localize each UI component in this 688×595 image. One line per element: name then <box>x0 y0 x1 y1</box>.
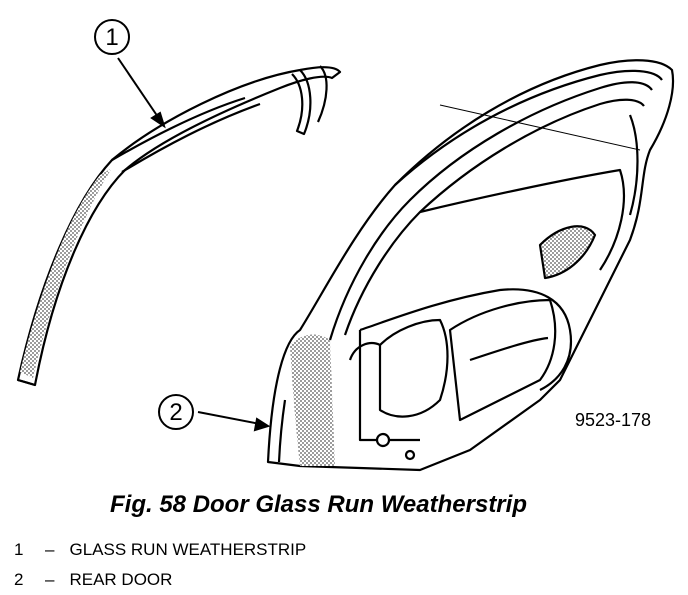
callout-2-circle: 2 <box>158 394 194 430</box>
figure-caption: Fig. 58 Door Glass Run Weatherstrip <box>110 491 527 518</box>
legend-separator: – <box>45 570 55 589</box>
legend-separator: – <box>45 540 55 559</box>
legend-label: REAR DOOR <box>69 570 173 589</box>
callout-2-number: 2 <box>169 399 182 426</box>
callout-1-number: 1 <box>105 24 118 51</box>
callout-1-circle: 1 <box>94 19 130 55</box>
legend-label: GLASS RUN WEATHERSTRIP <box>69 540 307 559</box>
legend-item-2: 2 – REAR DOOR <box>14 565 306 595</box>
rear-door <box>266 59 675 472</box>
callout-legend: 1 – GLASS RUN WEATHERSTRIP 2 – REAR DOOR <box>14 535 306 595</box>
legend-number: 1 <box>14 540 24 559</box>
callout-2-leader <box>197 411 271 432</box>
glass-run-weatherstrip <box>16 65 342 387</box>
legend-number: 2 <box>14 570 24 589</box>
callout-1-leader <box>117 57 166 129</box>
door-weatherstrip-illustration: 1 2 <box>16 19 675 472</box>
part-number: 9523-178 <box>575 410 652 430</box>
legend-item-1: 1 – GLASS RUN WEATHERSTRIP <box>14 535 306 565</box>
